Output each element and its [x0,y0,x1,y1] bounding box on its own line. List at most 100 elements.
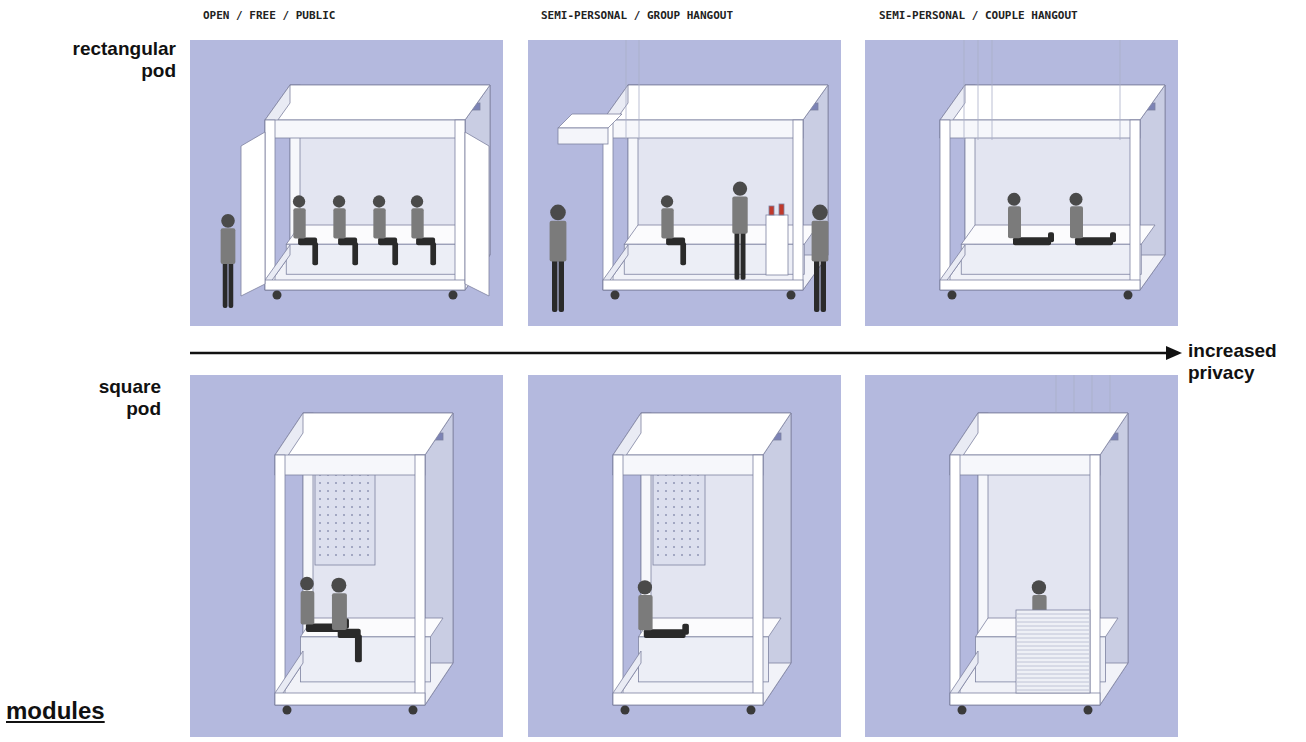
peg-hole [351,490,353,492]
peg-hole [697,490,699,492]
peg-hole [359,490,361,492]
peg-hole [367,554,369,556]
column-heading: OPEN / FREE / PUBLIC [203,9,335,23]
peg-hole [681,498,683,500]
figure-head [373,195,385,207]
peg-hole [359,538,361,540]
figure-part [301,591,315,625]
peg-hole [657,482,659,484]
shutter-slat [1017,666,1089,667]
figure-part [229,262,234,308]
pod-roof [265,85,490,120]
figure-part [812,221,829,262]
pod-wheel [747,706,756,715]
figure-part [682,624,689,635]
peg-hole [689,490,691,492]
shutter-slat [1017,622,1089,623]
peg-hole [343,490,345,492]
peg-hole [327,506,329,508]
figure-part [1008,206,1021,238]
figure-part [552,259,557,312]
figure-part [312,242,318,265]
peg-hole [335,506,337,508]
shutter-slat [1017,646,1089,647]
panel-seam [1120,40,1121,140]
pod-post [940,120,950,290]
pod-roof-front [275,455,425,475]
person-figure [638,580,689,638]
person-figure [373,195,398,265]
figure-part [392,242,398,265]
peg-hole [351,530,353,532]
label-slot: SEMI-PERSONAL / COUPLE HANGOUT [879,9,1078,23]
peg-hole [327,546,329,548]
figure-head [638,580,652,594]
pod-panel [190,40,503,326]
person-figure [812,205,829,312]
shutter-slat [1017,626,1089,627]
pod-roof-front [940,120,1140,138]
peg-hole [335,538,337,540]
figure-part [373,208,385,238]
title-slot: modules [6,697,105,725]
peg-hole [359,546,361,548]
pod-panel [528,40,841,326]
peg-hole [327,522,329,524]
label-slot: SEMI-PERSONAL / GROUP HANGOUT [541,9,733,23]
axis-label: increased privacy [1188,340,1300,384]
figure-part [644,629,686,638]
pod-roof [940,85,1165,120]
peg-hole [367,530,369,532]
pod-panel [865,375,1178,737]
peg-hole [657,538,659,540]
pod-wheel [1084,706,1093,715]
figure-part [814,259,819,312]
peg-hole [657,522,659,524]
peg-hole [681,546,683,548]
pod-wheel [611,291,620,300]
panel-ground [865,375,1178,737]
peg-hole [319,522,321,524]
peg-hole [681,514,683,516]
pod-post [275,455,285,705]
privacy-arrow [190,346,1182,360]
peg-hole [681,490,683,492]
side-panel [385,483,415,484]
peg-hole [689,554,691,556]
peg-hole [657,514,659,516]
figure-head [550,205,566,221]
arrow-head [1166,346,1182,360]
cup [769,206,774,215]
peg-hole [327,514,329,516]
peg-hole [359,554,361,556]
side-panel [723,483,753,484]
person-figure [221,214,236,308]
row-label: square pod [71,376,161,420]
shutter-slat [1017,682,1089,683]
column-heading: SEMI-PERSONAL / COUPLE HANGOUT [879,9,1078,23]
figure-head [1008,193,1021,206]
peg-hole [697,482,699,484]
peg-hole [343,538,345,540]
awning-top [558,114,622,128]
figure-head [411,195,423,207]
pod-roof-front [950,455,1100,475]
peg-hole [359,514,361,516]
peg-hole [689,538,691,540]
pod-roof-front [265,120,465,138]
peg-hole [359,522,361,524]
peg-hole [327,498,329,500]
frosted-panel [950,138,1005,139]
figure-part [1070,206,1083,238]
pod-panel [865,40,1178,326]
pod-post [265,120,275,290]
peg-hole [351,498,353,500]
column-heading: SEMI-PERSONAL / GROUP HANGOUT [541,9,733,23]
peg-hole [665,546,667,548]
peg-hole [319,498,321,500]
peg-hole [319,482,321,484]
peg-hole [681,554,683,556]
pod-wheel [948,291,957,300]
peg-hole [697,498,699,500]
figure-head [293,195,305,207]
